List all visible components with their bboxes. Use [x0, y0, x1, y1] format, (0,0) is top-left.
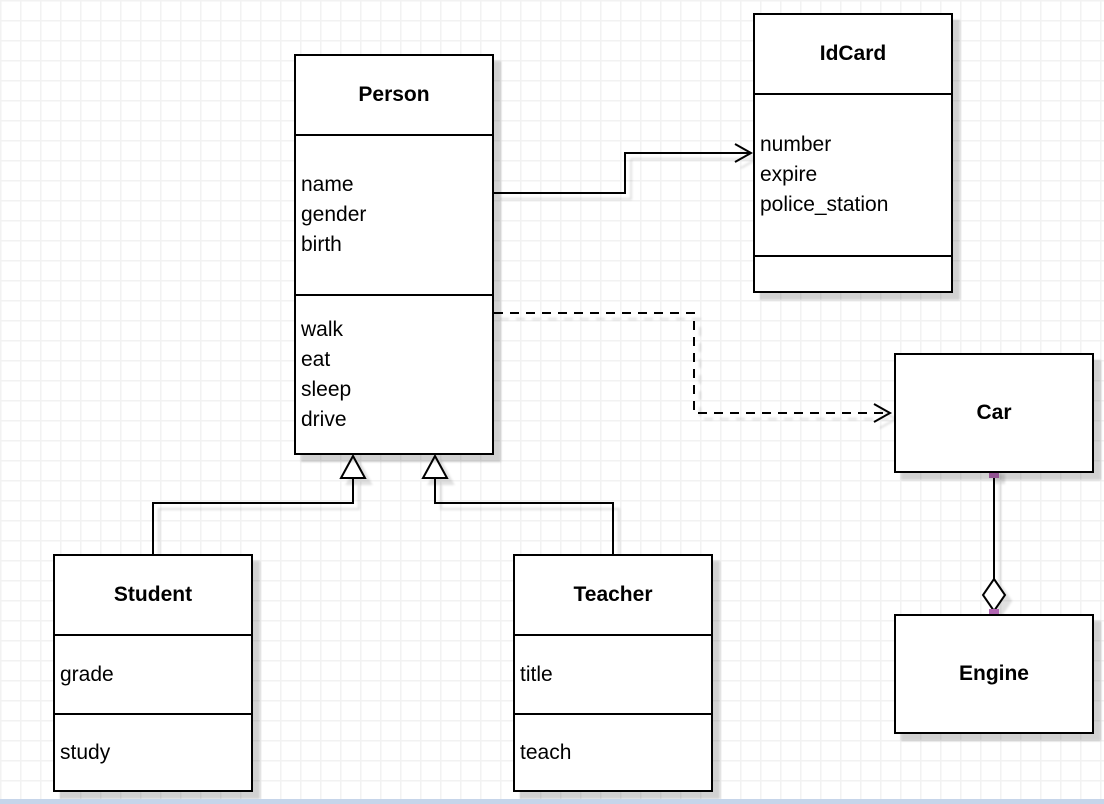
hollow-diamond-icon — [981, 577, 1007, 613]
edge-aggregation-car-engine[interactable] — [981, 468, 1007, 619]
method-label: sleep — [301, 377, 352, 401]
class-person-methods: walk eat sleep drive — [296, 294, 492, 453]
attribute-label: gender — [301, 203, 367, 226]
attribute-label: title — [520, 662, 553, 686]
class-teacher[interactable]: Teacher title teach — [513, 554, 713, 792]
open-arrow-icon — [734, 143, 754, 163]
attribute-label: number — [760, 133, 832, 156]
class-car-title: Car — [976, 401, 1012, 424]
edge-line[interactable] — [152, 478, 354, 554]
class-student-methods: study — [55, 713, 251, 790]
class-teacher-title: Teacher — [573, 583, 653, 606]
edge-generalization-student-person[interactable] — [152, 453, 367, 554]
method-label: study — [60, 740, 111, 764]
hollow-triangle-icon — [421, 453, 449, 479]
connection-point-handle[interactable] — [989, 468, 999, 478]
attribute-label: grade — [60, 662, 114, 686]
method-label: walk — [301, 317, 344, 341]
edge-line[interactable] — [494, 312, 888, 414]
open-arrow-icon — [873, 403, 893, 423]
page-boundary-strip — [0, 799, 1104, 804]
edge-line[interactable] — [494, 152, 750, 194]
class-student-title: Student — [113, 583, 193, 606]
edge-generalization-teacher-person[interactable] — [421, 453, 614, 554]
method-label: eat — [301, 347, 331, 371]
class-teacher-methods: teach — [515, 713, 711, 790]
class-idcard-attributes: number expire police_station — [755, 93, 951, 255]
edge-line[interactable] — [434, 478, 614, 554]
attribute-label: name — [301, 173, 354, 196]
method-label: drive — [301, 407, 347, 431]
edge-dependency-person-car[interactable] — [494, 312, 893, 423]
attribute-label: expire — [760, 163, 818, 186]
hollow-triangle-icon — [339, 453, 367, 479]
method-label: teach — [520, 740, 572, 764]
class-idcard-title: IdCard — [819, 42, 887, 65]
class-engine-title: Engine — [958, 662, 1029, 685]
class-person[interactable]: Person name gender birth walk eat sleep … — [294, 54, 494, 455]
class-person-attributes: name gender birth — [296, 134, 492, 294]
class-engine[interactable]: Engine — [894, 614, 1094, 734]
class-student-attributes: grade — [55, 634, 251, 713]
attribute-label: birth — [301, 233, 342, 256]
class-car[interactable]: Car — [894, 353, 1094, 473]
class-teacher-attributes: title — [515, 634, 711, 713]
attribute-label: police_station — [760, 193, 889, 216]
class-person-title: Person — [358, 83, 430, 106]
edge-association-person-idcard[interactable] — [494, 143, 754, 194]
class-idcard-methods-empty — [755, 255, 951, 291]
class-student[interactable]: Student grade study — [53, 554, 253, 792]
class-idcard[interactable]: IdCard number expire police_station — [753, 13, 953, 293]
